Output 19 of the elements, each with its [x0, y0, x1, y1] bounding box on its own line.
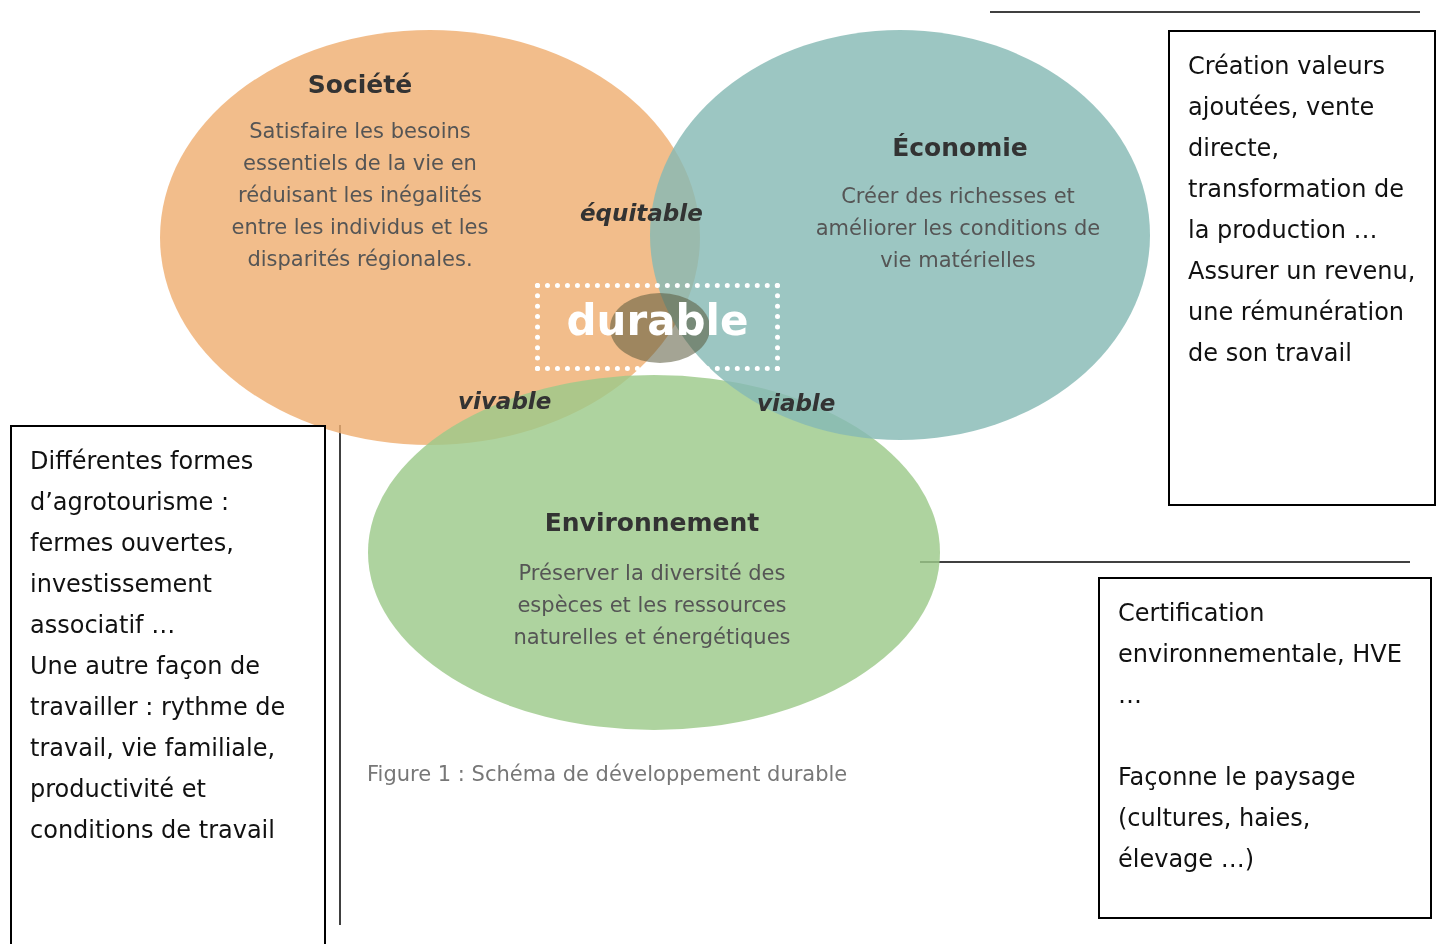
text-box — [1098, 577, 1432, 919]
circle-text: Préserver la diversité des espèces et les ressources naturelles et énergétiques — [512, 560, 792, 651]
text-box — [1168, 30, 1436, 506]
circle-heading: Environnement — [544, 508, 760, 537]
box-text: Une autre façon de travailler : rythme de travail, vie familiale, productivité et conditions de travail — [30, 651, 287, 846]
figure-caption: Figure 1 : Schéma de développement durable — [367, 762, 848, 786]
box-text: Création valeurs ajoutées, vente directe, transformation de la production … — [1188, 51, 1405, 246]
box-text: Différentes formes d’agrotourisme : fermes ouvertes, investissement associatif … — [30, 446, 255, 641]
box-text: Façonne le paysage (cultures, haies, élevage …) — [1118, 762, 1357, 875]
circle-heading: Société — [307, 70, 413, 99]
circle-heading: Économie — [892, 133, 1028, 162]
overlap-label: viable — [757, 390, 836, 416]
overlap-label: vivable — [458, 388, 552, 414]
text-box — [10, 425, 326, 944]
box-text: Assurer un revenu, une rémunération de son travail — [1188, 256, 1416, 369]
overlap-label: équitable — [580, 200, 703, 226]
circle-text: Satisfaire les besoins essentiels de la vie en réduisant les inégalités entre les individus et les disparités régionales. — [230, 118, 490, 273]
circle-text: Créer des richesses et améliorer les conditions de vie matérielles — [814, 183, 1102, 274]
box-text: Certification environnementale, HVE … — [1118, 598, 1403, 711]
